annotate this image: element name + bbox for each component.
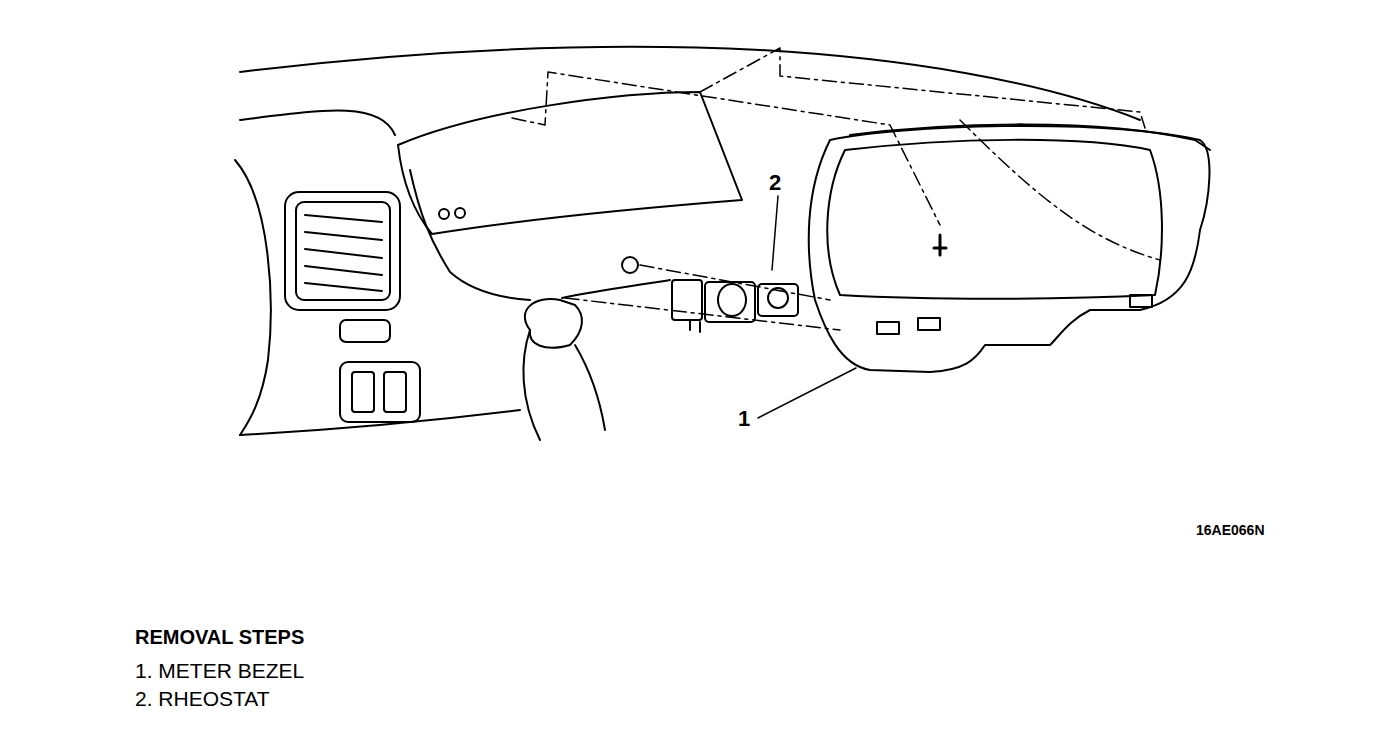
hand-arm	[523, 330, 605, 440]
step-item: 1. METER BEZEL	[135, 660, 304, 681]
screw-hole	[439, 209, 449, 219]
dash-side	[235, 160, 271, 435]
screw-hole	[455, 208, 465, 218]
hand	[525, 299, 582, 348]
screw-symbol	[934, 235, 946, 255]
callout-number: 1	[738, 408, 750, 430]
screw	[622, 257, 638, 273]
dash-opening	[562, 280, 670, 298]
callout-number: 2	[769, 172, 781, 194]
dash-edge	[240, 111, 395, 135]
vent-knob	[340, 320, 390, 342]
section-heading: REMOVAL STEPS	[135, 627, 304, 647]
rheostat-body	[705, 282, 755, 322]
rheostat-knob	[718, 284, 746, 316]
hood-lower	[410, 170, 530, 300]
air-vent-inner	[296, 202, 390, 300]
bezel-window	[827, 140, 1162, 299]
leader-line	[758, 368, 856, 418]
switch	[352, 372, 374, 412]
leader-line	[772, 196, 778, 270]
rheostat-connector	[672, 280, 702, 320]
meter-hood	[398, 92, 742, 234]
figure-code: 16AE066N	[1196, 523, 1265, 537]
bezel-top	[850, 124, 1210, 150]
bezel-clip	[918, 318, 940, 330]
dash-top	[240, 47, 1140, 120]
switch-panel	[340, 362, 420, 422]
rheostat-housing	[758, 284, 798, 316]
air-vent	[285, 192, 400, 310]
switch	[384, 372, 406, 412]
terminals	[690, 320, 700, 332]
meter-bezel	[809, 126, 1210, 372]
phantom-lines	[512, 48, 1160, 330]
vent-slats	[305, 215, 382, 291]
bezel-clip	[877, 322, 899, 334]
step-item: 2. RHEOSTAT	[135, 688, 270, 709]
bezel-clip	[1130, 295, 1152, 307]
